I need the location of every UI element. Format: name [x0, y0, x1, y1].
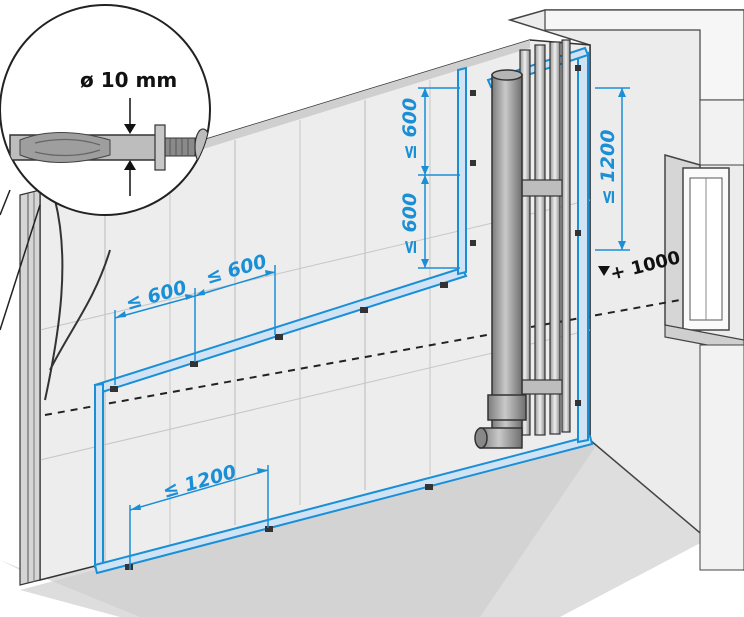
- soil-pipe: [474, 69, 527, 449]
- reference-line: [44, 299, 681, 416]
- anchor-detail: ø 10 mm: [0, 4, 211, 331]
- vertical-spacing-lower-label: ≤ 600: [399, 193, 421, 255]
- anchor-diameter-label: ø 10 mm: [80, 68, 177, 92]
- window-frame: [664, 154, 744, 571]
- supply-pipes: [519, 39, 571, 436]
- floor-shadow: [20, 440, 600, 617]
- vertical-spacing-upper-label: ≤ 600: [399, 98, 421, 160]
- reference-height-marker: [598, 266, 610, 276]
- rail-brackets: [110, 65, 581, 570]
- dimension-arrowheads: [115, 88, 626, 510]
- upper-post: [457, 66, 467, 276]
- left-post: [94, 382, 104, 569]
- right-height-label: ≤ 1200: [597, 130, 619, 205]
- bottom-rail: [93, 434, 594, 575]
- right-post-front: [577, 51, 589, 444]
